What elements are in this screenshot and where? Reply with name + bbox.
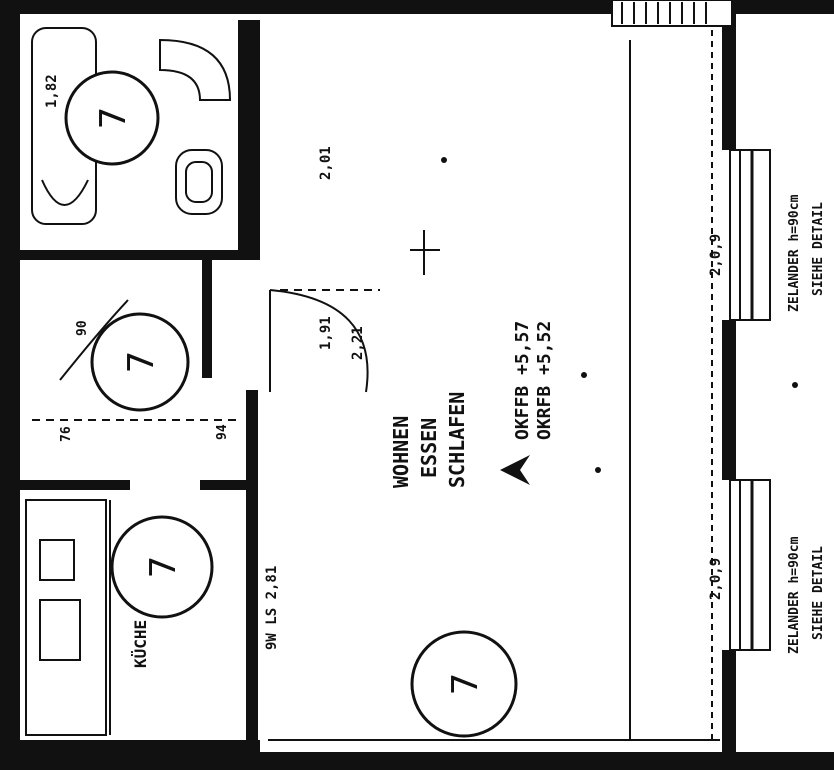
marker-hall-number: 7	[121, 351, 162, 374]
kitchen-label: KÜCHE	[131, 620, 150, 668]
room-name-line2: ESSEN	[417, 418, 441, 478]
marker-living: 7	[410, 630, 518, 738]
marker-kitchen-number: 7	[143, 556, 184, 579]
dimension-94: 94	[215, 424, 230, 440]
marker-hall: 7	[90, 312, 190, 412]
dimension-90: 90	[75, 320, 90, 336]
door-dimension-b: 1,91	[318, 316, 334, 350]
kitchen-counter	[25, 499, 111, 736]
washbasin	[159, 38, 232, 101]
window-upper	[729, 149, 771, 321]
window-note-lower-line1: ZELANDER h=90cm	[787, 536, 802, 654]
door-swing-main	[269, 289, 369, 393]
marker-bath-number: 7	[93, 107, 134, 130]
marker-kitchen: 7	[110, 515, 214, 619]
bath-dimension: 1,82	[44, 74, 60, 108]
window-note-lower-line2: SIEHE DETAIL	[811, 546, 826, 640]
window-lower	[729, 479, 771, 651]
dimension-76: 76	[59, 426, 74, 442]
window-note-upper-line2: SIEHE DETAIL	[811, 202, 826, 296]
room-level-line2: OKRFB +5,52	[534, 321, 555, 440]
level-arrow-icon	[500, 455, 530, 485]
marker-bath: 7	[64, 70, 160, 166]
toilet	[175, 149, 223, 215]
door-dimension-a: 2,01	[318, 146, 334, 180]
interior-walls	[20, 20, 260, 752]
window-dimension-upper: 2,0,9	[708, 234, 724, 276]
marker-living-number: 7	[445, 673, 486, 696]
room-name-line3: SCHLAFEN	[445, 392, 469, 488]
door-dimension-c: 2,21	[350, 326, 366, 360]
window-dimension-lower: 2,0,9	[708, 558, 724, 600]
window-note-upper-line1: ZELANDER h=90cm	[787, 194, 802, 312]
room-name-line1: WOHNEN	[389, 416, 413, 488]
room-level-line1: OKFFB +5,57	[512, 321, 533, 440]
wall-dimension: 9W LS 2,81	[264, 566, 280, 650]
